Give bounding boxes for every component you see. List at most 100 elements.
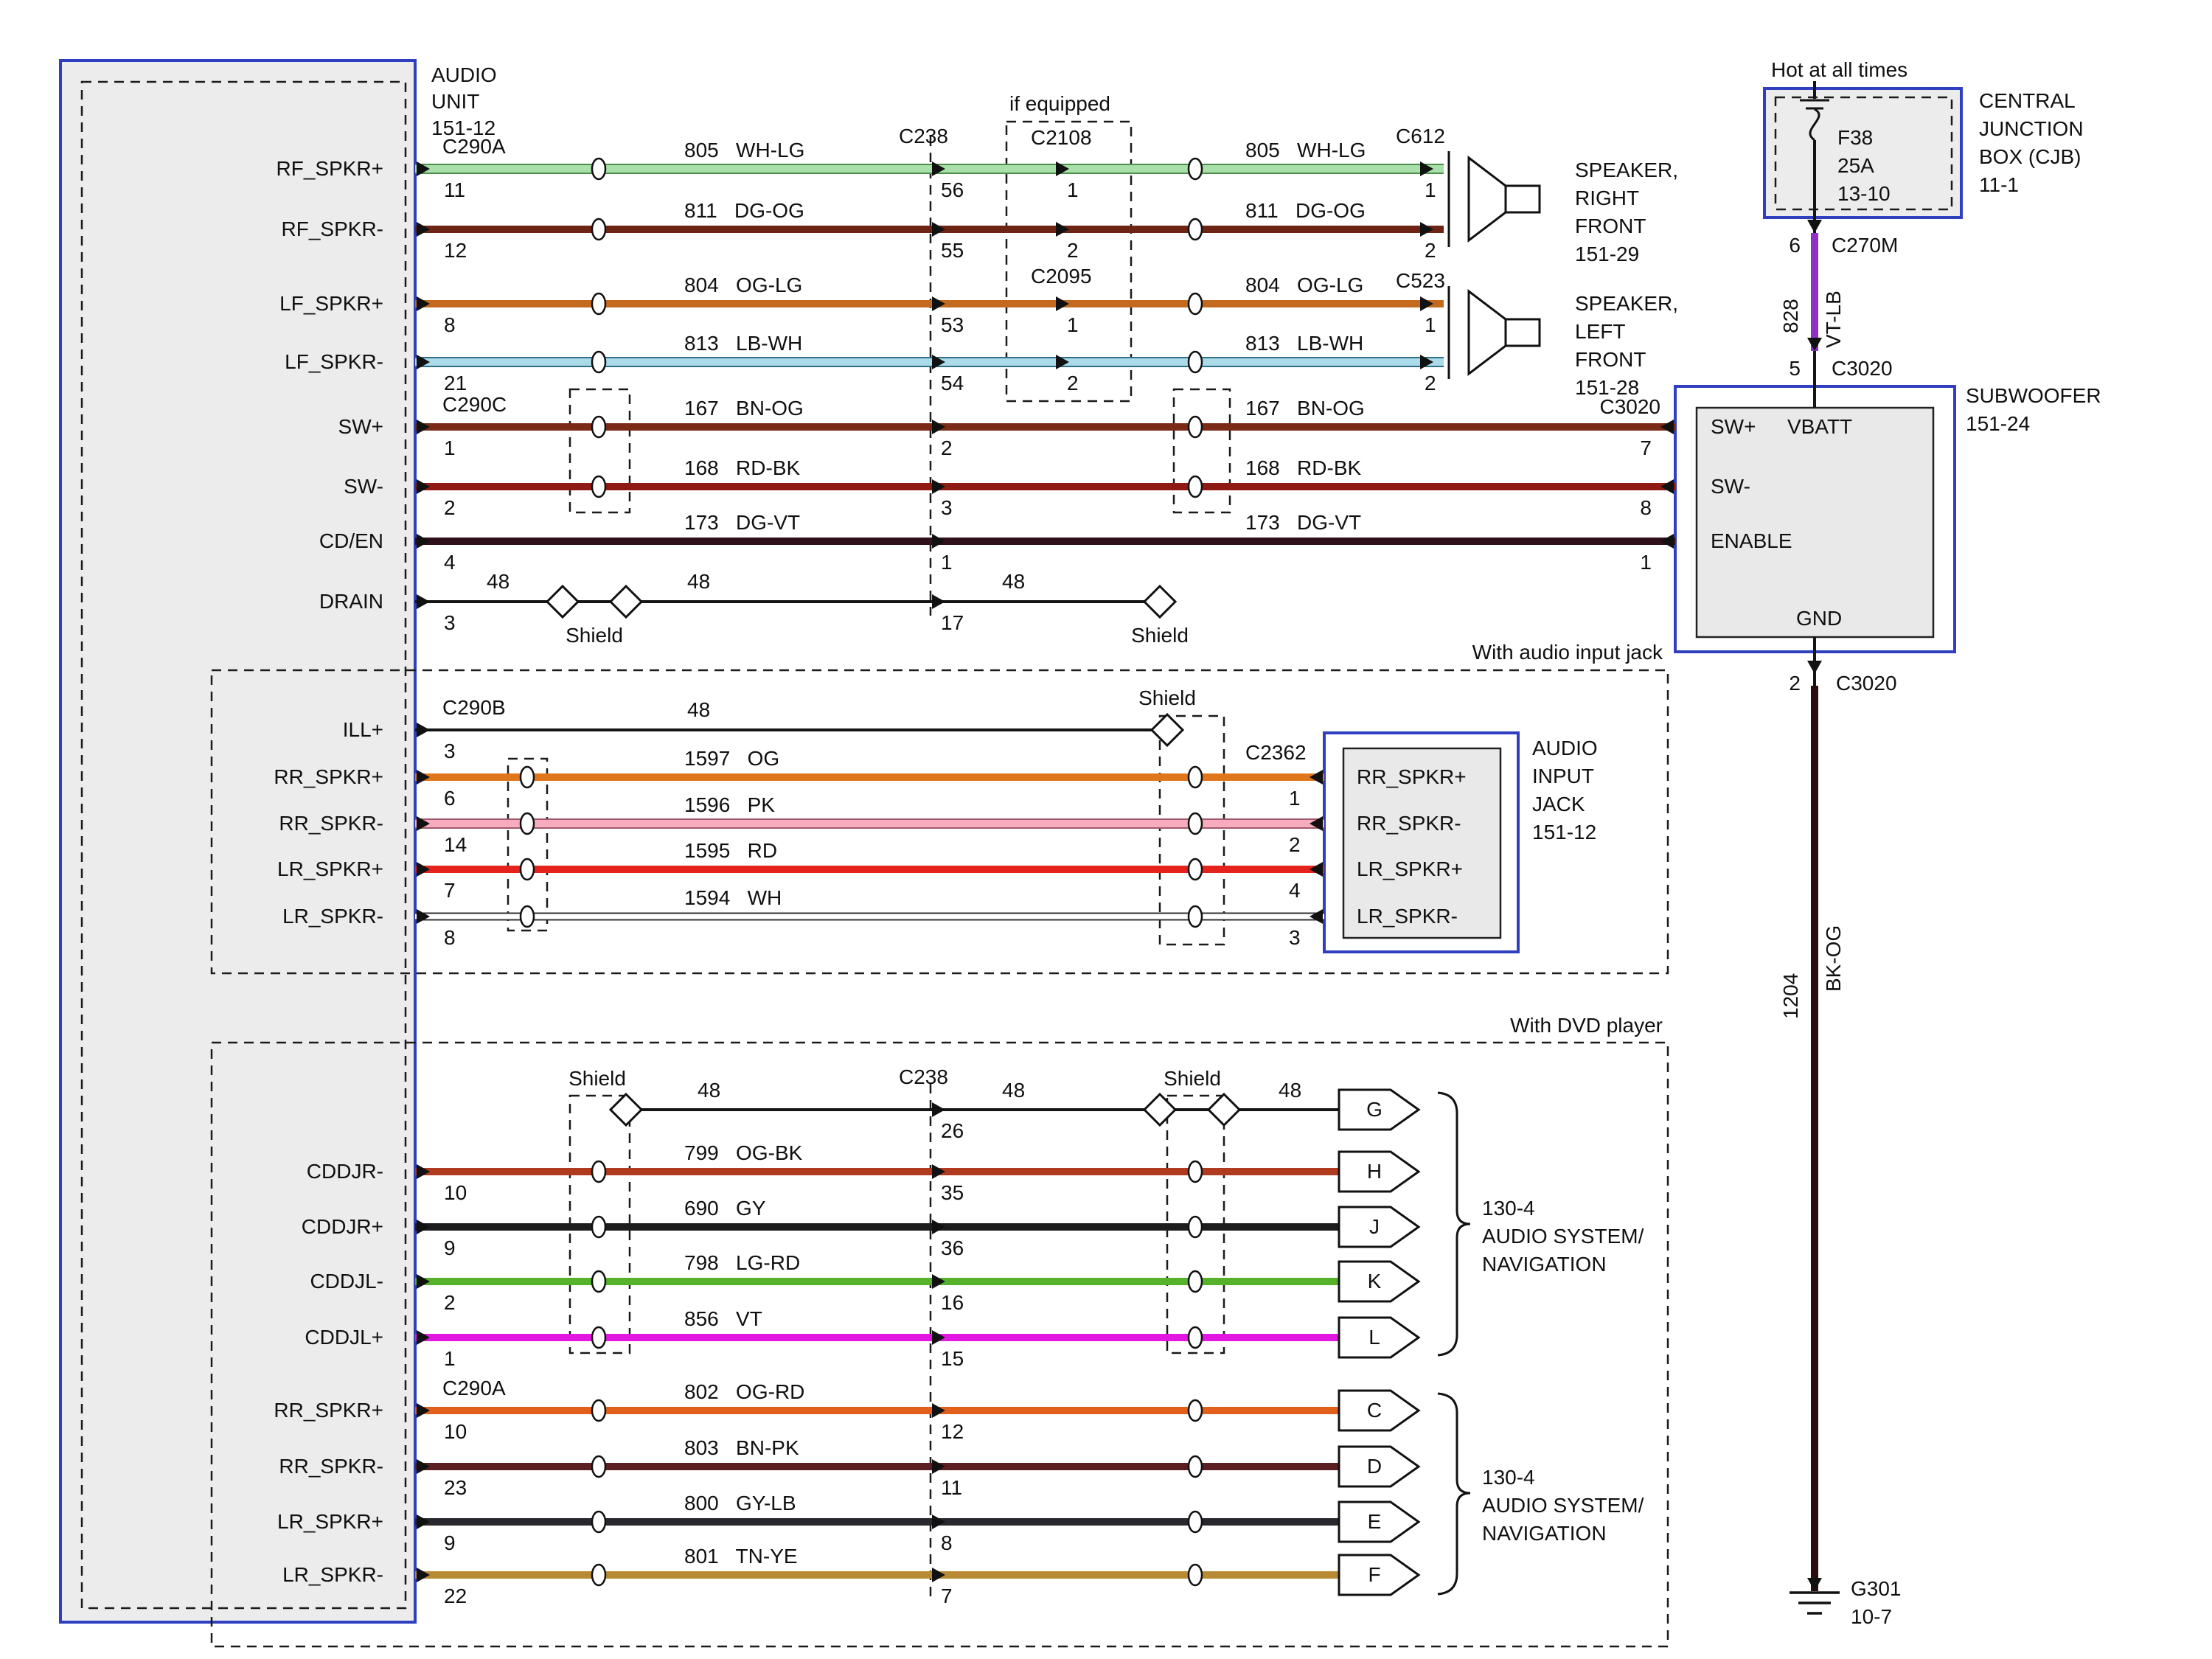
arrowhead-right-icon: [932, 594, 945, 609]
shield-connector-icon: [608, 1092, 644, 1127]
inline-connector-icon: [1187, 765, 1203, 789]
arrowhead-right-icon: [1420, 296, 1433, 311]
inline-connector-icon: [1187, 415, 1203, 439]
arrowhead-right-icon: [417, 1459, 430, 1474]
arrowhead-right-icon: [417, 723, 430, 737]
arrowhead-right-icon: [1056, 222, 1069, 237]
arrowhead-right-icon: [417, 1403, 430, 1418]
arrowhead-right-icon: [417, 1274, 430, 1289]
inline-connector-icon: [519, 905, 535, 928]
arrowhead-right-icon: [417, 355, 430, 369]
arrowhead-right-icon: [417, 479, 430, 494]
arrowhead-right-icon: [932, 1274, 945, 1289]
connector-pin-tag: [1338, 1500, 1421, 1543]
arrowhead-right-icon: [417, 222, 430, 237]
arrowhead-left-icon: [1310, 862, 1323, 877]
inline-connector-icon: [1187, 1510, 1203, 1534]
shield-connector-icon: [545, 584, 580, 619]
inline-connector-box-3: [507, 757, 549, 932]
inline-connector-box-4: [1158, 714, 1225, 946]
connector-pin-tag: [1338, 1445, 1421, 1488]
arrowhead-right-icon: [932, 479, 945, 494]
arrowhead-right-icon: [417, 296, 430, 311]
brace-icon: [1437, 1091, 1471, 1357]
connector-pin-tag: [1338, 1316, 1421, 1359]
arrowhead-left-icon: [1660, 534, 1674, 549]
fuse-f38-icon: [1800, 99, 1829, 142]
arrowhead-right-icon: [417, 1220, 430, 1234]
arrowhead-right-icon: [417, 594, 430, 609]
connector-pin-tag: [1338, 1260, 1421, 1303]
inline-connector-icon: [1187, 350, 1203, 374]
inline-connector-icon: [1187, 292, 1203, 316]
inline-connector-icon: [591, 218, 607, 241]
inline-connector-icon: [591, 350, 607, 374]
arrowhead-right-icon: [417, 1330, 430, 1345]
arrowhead-right-icon: [932, 355, 945, 369]
arrowhead-down-icon: [1807, 338, 1822, 351]
arrowhead-right-icon: [932, 1220, 945, 1234]
arrowhead-right-icon: [417, 816, 430, 831]
connector-pin-tag: [1338, 1206, 1421, 1248]
arrowhead-down-icon: [1807, 220, 1822, 233]
arrowhead-right-icon: [417, 161, 430, 176]
inline-connector-icon: [1187, 1563, 1203, 1587]
inline-connector-box-2: [1172, 388, 1231, 514]
arrowhead-right-icon: [417, 1514, 430, 1529]
arrowhead-right-icon: [417, 770, 430, 785]
ground-icon: [1790, 1591, 1840, 1615]
shield-connector-icon: [1206, 1092, 1242, 1127]
arrowhead-right-icon: [932, 420, 945, 434]
inline-connector-icon: [591, 1215, 607, 1239]
inline-connector-icon: [1187, 218, 1203, 241]
arrowhead-right-icon: [417, 862, 430, 877]
arrowhead-left-icon: [1660, 479, 1674, 494]
inline-connector-icon: [591, 415, 607, 439]
arrowhead-right-icon: [1056, 296, 1069, 311]
inline-connector-icon: [1187, 1455, 1203, 1478]
arrowhead-right-icon: [932, 1403, 945, 1418]
arrowhead-down-icon: [1807, 1578, 1822, 1591]
arrowhead-right-icon: [417, 909, 430, 924]
arrowhead-down-icon: [1807, 661, 1822, 674]
arrowhead-right-icon: [417, 534, 430, 549]
subwoofer-inner-box: [1695, 406, 1935, 639]
arrowhead-right-icon: [932, 1330, 945, 1345]
audio-jack-inner-box: [1342, 747, 1502, 939]
arrowhead-right-icon: [417, 1164, 430, 1179]
arrowhead-right-icon: [932, 222, 945, 237]
arrowhead-right-icon: [1420, 222, 1433, 237]
arrowhead-left-icon: [1310, 770, 1323, 785]
inline-connector-box-1: [568, 388, 631, 514]
inline-connector-icon: [591, 1510, 607, 1534]
inline-connector-icon: [591, 1399, 607, 1422]
shield-connector-icon: [1142, 584, 1178, 619]
inline-connector-icon: [519, 858, 535, 881]
arrowhead-right-icon: [1056, 355, 1069, 369]
connector-pin-tag: [1338, 1150, 1421, 1193]
inline-connector-icon: [519, 812, 535, 835]
brace-icon: [1437, 1392, 1471, 1596]
arrowhead-left-icon: [1310, 816, 1323, 831]
arrowhead-right-icon: [932, 161, 945, 176]
connector-pin-tag: [1338, 1389, 1421, 1432]
inline-connector-icon: [591, 1270, 607, 1293]
inline-connector-icon: [591, 292, 607, 316]
dvd-section-box: [210, 1041, 1669, 1648]
speaker-left-front-icon: [1447, 286, 1541, 379]
cjb-box: [1763, 87, 1963, 219]
inline-connector-icon: [519, 765, 535, 789]
arrowhead-right-icon: [932, 1459, 945, 1474]
cjb-inner-dashed-box: [1774, 96, 1953, 211]
inline-connector-icon: [1187, 905, 1203, 928]
inline-connector-icon: [1187, 812, 1203, 835]
arrowhead-right-icon: [417, 1568, 430, 1582]
inline-connector-icon: [591, 1563, 607, 1587]
inline-connector-icon: [1187, 1215, 1203, 1239]
shield-connector-icon: [608, 584, 644, 619]
inline-connector-icon: [1187, 1270, 1203, 1293]
arrowhead-right-icon: [932, 1568, 945, 1582]
inline-connector-icon: [591, 1326, 607, 1349]
